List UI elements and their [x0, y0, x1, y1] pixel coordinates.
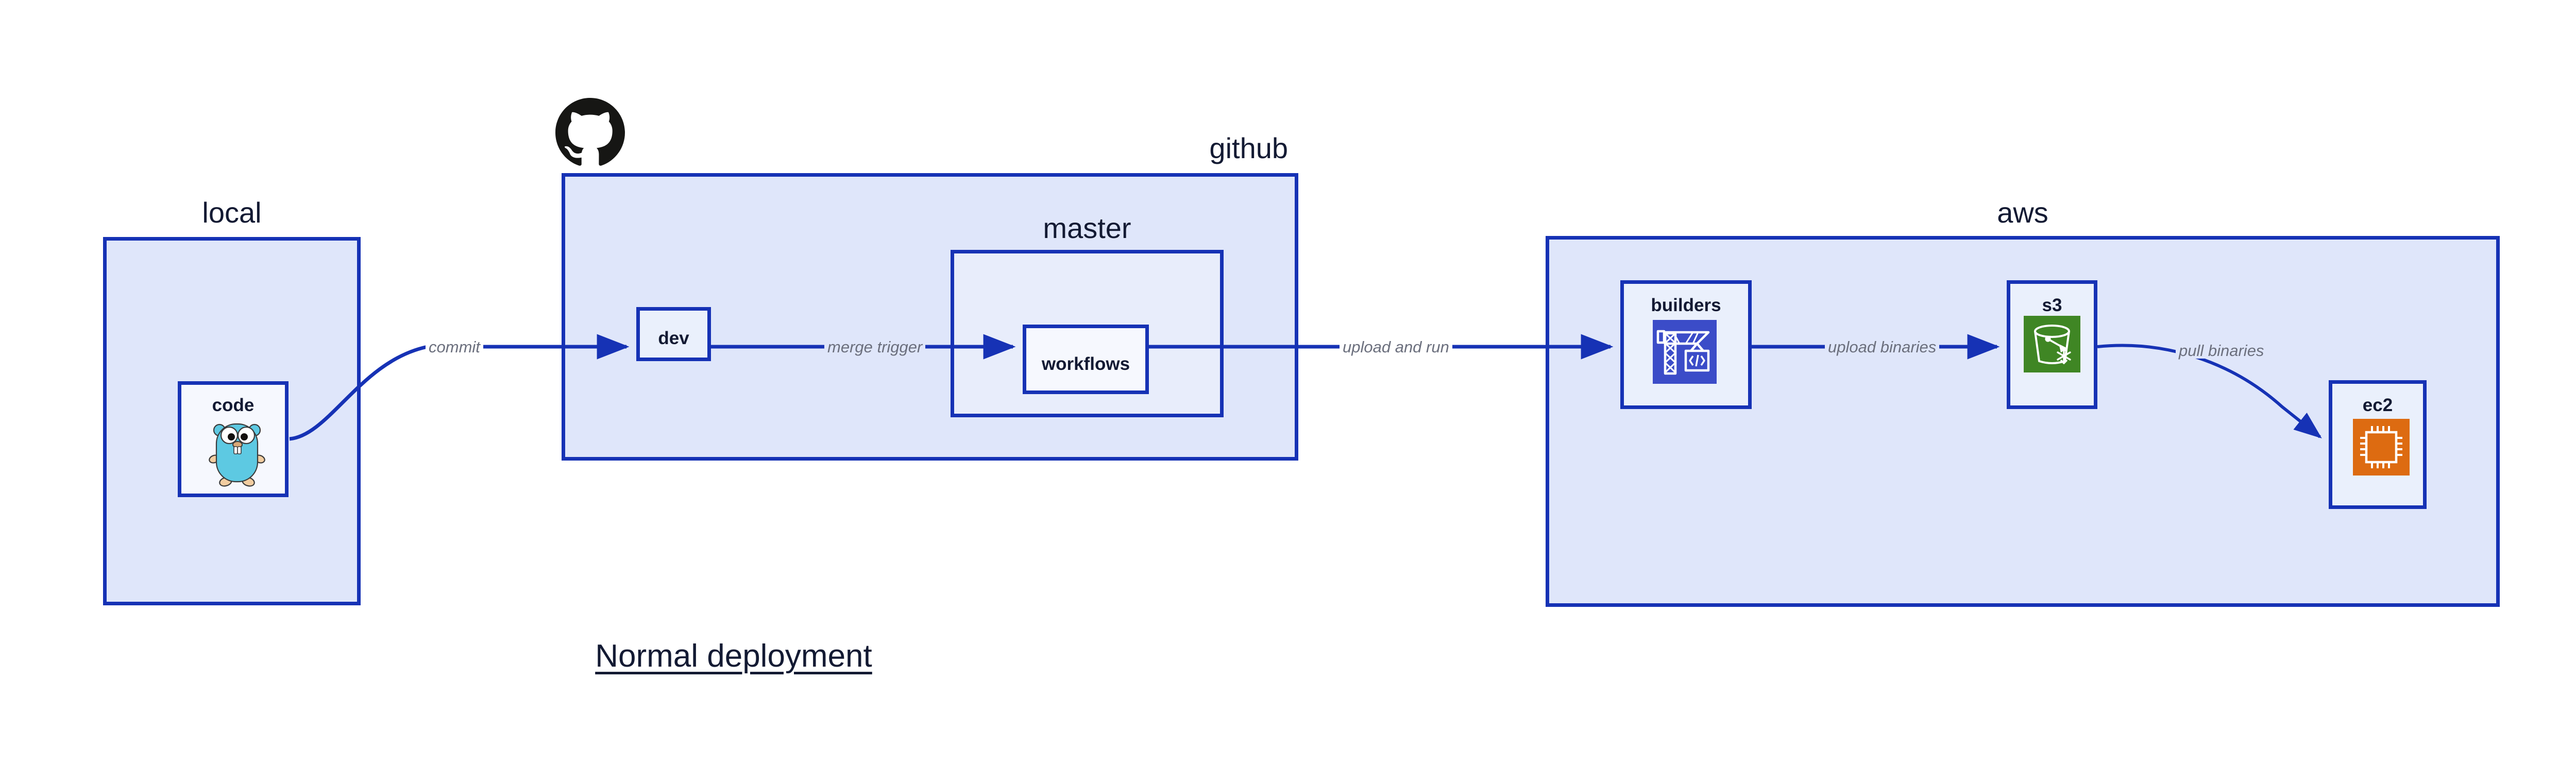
node-dev[interactable]: dev: [636, 307, 711, 361]
edge-label-commit: commit: [426, 339, 483, 355]
aws-s3-bucket-icon: [2024, 316, 2080, 372]
node-code-label: code: [212, 395, 255, 415]
github-octocat-logo: [555, 98, 625, 166]
node-builders-label: builders: [1651, 295, 1721, 315]
group-github-label: github: [1209, 132, 1288, 164]
aws-ec2-chip-icon: [2353, 419, 2410, 476]
node-ec2-label: ec2: [2362, 395, 2393, 415]
node-s3-label: s3: [2042, 295, 2062, 315]
aws-codebuild-crane-icon: [1653, 320, 1717, 384]
node-s3[interactable]: s3: [2007, 280, 2097, 409]
edge-label-upload-and-run: upload and run: [1340, 339, 1452, 355]
node-ec2[interactable]: ec2: [2329, 380, 2427, 509]
node-code[interactable]: code: [178, 381, 289, 497]
node-workflows[interactable]: workflows: [1023, 325, 1149, 394]
group-aws-label: aws: [1997, 196, 2048, 229]
group-local-label: local: [202, 196, 262, 229]
group-master-label: master: [1043, 212, 1131, 244]
edge-label-upload-binaries: upload binaries: [1825, 339, 1940, 355]
node-dev-label: dev: [658, 328, 689, 348]
edge-label-merge-trigger: merge trigger: [824, 339, 926, 355]
edge-label-pull-binaries: pull binaries: [2176, 343, 2267, 359]
node-builders[interactable]: builders: [1620, 280, 1752, 409]
node-workflows-label: workflows: [1041, 354, 1130, 374]
diagram-title: Normal deployment: [595, 638, 872, 674]
go-gopher-icon: [209, 423, 265, 487]
